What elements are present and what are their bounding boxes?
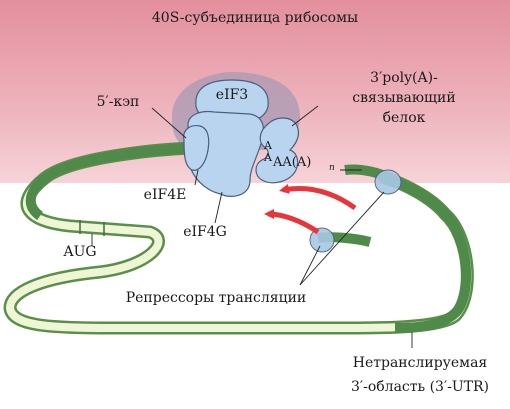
repressor-lower <box>309 227 335 253</box>
pabp-protein <box>255 117 300 184</box>
polya-sub: n <box>329 163 335 173</box>
label-eif4g: eIF4G <box>183 224 227 240</box>
polya-a1: A <box>263 139 273 152</box>
label-aug: AUG <box>62 244 96 260</box>
arrow-upper <box>279 184 357 211</box>
polya-a2: A <box>263 151 273 164</box>
label-utr-1: Нетранслируемая <box>353 355 488 371</box>
label-pabp-2: связывающий <box>352 90 455 106</box>
label-utr-2: 3′-область (3′-UTR) <box>351 379 489 395</box>
eif-complex <box>183 79 300 197</box>
label-cap: 5′-кэп <box>97 94 140 110</box>
label-eif4e: eIF4E <box>144 187 187 203</box>
polya-tail: AA(A) <box>272 155 311 170</box>
leader-lines <box>91 105 413 348</box>
ribosome-title: 40S-субъединица рибосомы <box>152 10 358 26</box>
repressor-upper <box>374 169 402 195</box>
eif4e-protein <box>183 125 210 171</box>
label-eif3: eIF3 <box>216 87 248 103</box>
label-pabp-1: 3′poly(A)- <box>370 70 438 86</box>
arrow-lower <box>264 209 320 235</box>
label-repressors: Репрессоры трансляции <box>126 290 307 306</box>
label-pabp-3: белок <box>383 110 426 126</box>
